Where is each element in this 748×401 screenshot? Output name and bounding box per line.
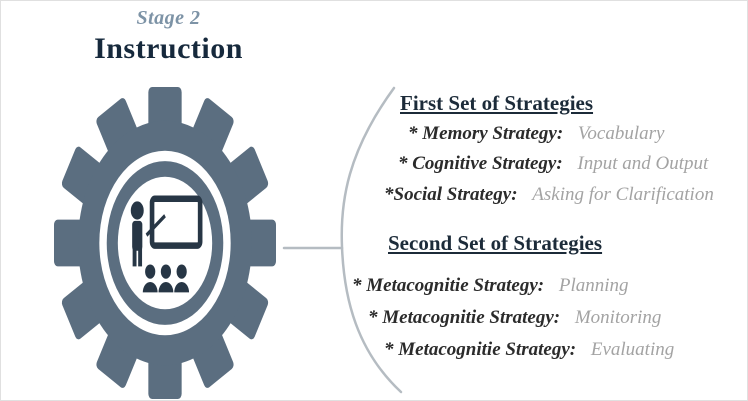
teacher-presentation-icon xyxy=(130,195,203,293)
strategy-value: Vocabulary xyxy=(577,123,665,144)
strategy-value: Asking for Clarification xyxy=(532,184,714,205)
strategy-item-metacognitive-planning: * Metacognitie Strategy: Planning xyxy=(352,275,629,297)
audience-icon xyxy=(142,264,190,293)
strategy-label: *Social Strategy: xyxy=(384,184,518,205)
strategy-label: * Cognitive Strategy: xyxy=(398,153,563,174)
teacher-figure-icon xyxy=(130,201,144,267)
strategy-value: Monitoring xyxy=(574,307,662,328)
strategy-item-social: *Social Strategy: Asking for Clarificati… xyxy=(384,184,714,206)
gear-icon xyxy=(54,87,276,399)
header: Stage 2 Instruction xyxy=(56,7,281,66)
second-set-title: Second Set of Strategies xyxy=(388,231,603,255)
strategy-value: Input and Output xyxy=(577,153,709,174)
strategy-label: * Metacognitie Strategy: xyxy=(352,275,545,296)
whiteboard-icon xyxy=(149,195,203,249)
strategy-value: Planning xyxy=(558,275,629,296)
strategy-value: Evaluating xyxy=(590,339,675,360)
first-set-title: First Set of Strategies xyxy=(400,91,594,115)
strategy-label: * Metacognitie Strategy: xyxy=(384,339,577,360)
stage-label: Stage 2 xyxy=(136,7,201,29)
strategy-label: * Metacognitie Strategy: xyxy=(368,307,561,328)
strategy-item-memory: * Memory Strategy: Vocabulary xyxy=(408,123,664,145)
strategy-label: * Memory Strategy: xyxy=(408,123,564,144)
strategy-item-metacognitive-evaluating: * Metacognitie Strategy: Evaluating xyxy=(384,339,674,361)
strategy-item-cognitive: * Cognitive Strategy: Input and Output xyxy=(398,153,708,175)
page-title: Instruction xyxy=(94,32,243,65)
strategy-item-metacognitive-monitoring: * Metacognitie Strategy: Monitoring xyxy=(368,307,661,329)
